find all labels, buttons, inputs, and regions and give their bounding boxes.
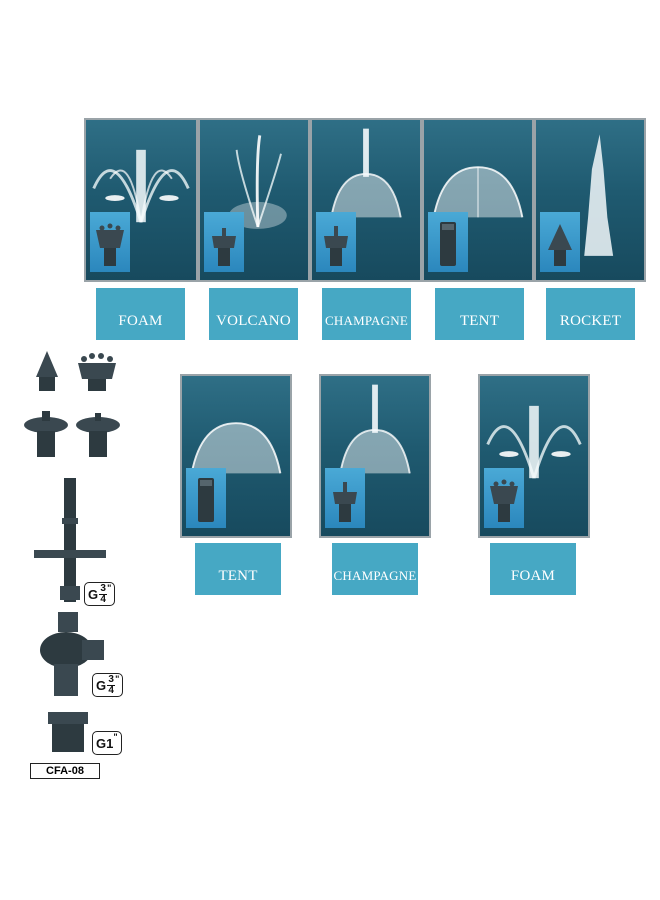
photo-foam-2: [478, 374, 590, 538]
rocket-nozzle-icon: [540, 212, 580, 272]
photo-foam: [84, 118, 198, 282]
thread-mark: ": [113, 732, 118, 742]
thread-mark: ": [115, 674, 120, 684]
photo-rocket: [534, 118, 646, 282]
photo-tent-2: [180, 374, 292, 538]
label-tent-2: TENT: [195, 543, 281, 595]
extension-pipe-icon: [34, 478, 106, 602]
label-foam-2: FOAM: [490, 543, 576, 595]
label-champagne: CHAMPAGNE: [322, 288, 411, 340]
thread-den: 4: [108, 684, 114, 696]
photo-tent: [422, 118, 534, 282]
champagne-nozzle-icon: [316, 212, 356, 272]
volcano-nozzle-icon: [204, 212, 244, 272]
label-text: TENT: [459, 312, 500, 329]
adapter-thread-tag: G1 ": [92, 731, 122, 755]
label-rocket: ROCKET: [546, 288, 635, 340]
thread-mark: ": [107, 583, 112, 593]
label-foam: FOAM: [96, 288, 185, 340]
tent-nozzle-icon: [186, 468, 226, 528]
model-label: CFA-08: [30, 763, 100, 779]
champagne-nozzle-icon: [325, 468, 365, 528]
label-text: FOAM: [118, 312, 163, 329]
thread-den: 4: [100, 593, 106, 605]
thread-num: 3: [100, 582, 106, 594]
photo-champagne: [310, 118, 422, 282]
nozzle-set-icon: [24, 351, 120, 457]
label-text: VOLCANO: [216, 312, 291, 329]
foam-nozzle-icon: [484, 468, 524, 528]
label-tent: TENT: [435, 288, 524, 340]
label-text: ROCKET: [559, 312, 622, 329]
rocket-spray-graphic: [584, 134, 614, 256]
photo-volcano: [198, 118, 310, 282]
thread-num: 3: [108, 673, 114, 685]
thread-prefix: G: [88, 586, 99, 602]
label-text: TENT: [218, 567, 258, 584]
foam-spray-graphic: [92, 149, 190, 223]
adapter-fitting-icon: [48, 712, 88, 752]
photo-champagne-2: [319, 374, 431, 538]
label-text: FOAM: [510, 567, 556, 584]
tent-nozzle-icon: [428, 212, 468, 272]
tent-spray-graphic: [190, 422, 282, 474]
label-volcano: VOLCANO: [209, 288, 298, 340]
champagne-spray-graphic: [339, 384, 411, 474]
thread-text: G1: [96, 735, 114, 751]
thread-prefix: G: [96, 677, 107, 693]
label-champagne-2: CHAMPAGNE: [332, 543, 418, 595]
champagne-spray-graphic: [330, 128, 402, 218]
foam-nozzle-icon: [90, 212, 130, 272]
foam-spray-graphic: [486, 405, 582, 479]
label-text: CHAMPAGNE: [333, 568, 417, 583]
label-text: CHAMPAGNE: [325, 313, 408, 328]
tee-connector-icon: [40, 612, 104, 696]
tent-spray-graphic: [432, 166, 524, 218]
